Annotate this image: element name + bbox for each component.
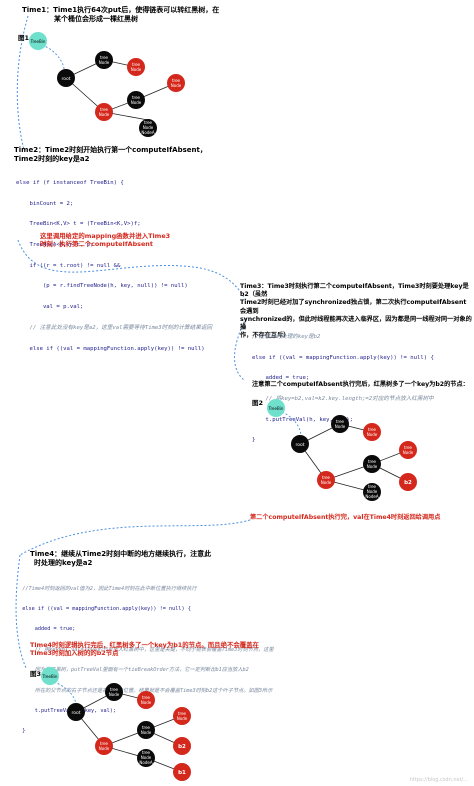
tree-node-red: tree Node — [317, 471, 335, 489]
tree-figure-2: TreeBin root tree Node tree Node tree No… — [267, 399, 417, 501]
time2-line1: Time2：Time2时刻开始执行第一个computeIfAbsent， — [14, 146, 207, 154]
time3-code: //注意此时处理的key是b2 else if ((val = mappingF… — [252, 333, 434, 444]
tree-node-red: tree Node — [167, 74, 185, 92]
svg-text:tree: tree — [132, 62, 141, 67]
time1-line1: Time1：Time1执行64次put后，使得链表可以转红黑树，在 — [22, 6, 220, 14]
figure3-label: 图3 — [30, 670, 42, 678]
svg-text:root: root — [71, 710, 80, 716]
svg-text:TreeBin: TreeBin — [30, 39, 46, 44]
tree-node-a: tree Node NodeA — [139, 119, 157, 137]
svg-text:Node: Node — [321, 480, 332, 485]
svg-text:Node: Node — [99, 112, 110, 117]
svg-text:tree: tree — [404, 445, 413, 450]
svg-text:tree: tree — [142, 750, 151, 755]
tree-node-red: tree Node — [399, 441, 417, 459]
svg-text:Node: Node — [141, 700, 152, 705]
root-node: root — [67, 703, 85, 721]
svg-text:tree: tree — [100, 107, 109, 112]
svg-text:Node: Node — [109, 692, 120, 697]
b1-node: b1 — [173, 763, 191, 781]
svg-text:Node: Node — [99, 746, 110, 751]
time4-code: //Time4时刻返回的val值为2，因此Time4时刻在此中断位置执行继续执行… — [16, 585, 274, 735]
b2-node: b2 — [399, 473, 417, 491]
tree-node-black: tree Node — [127, 91, 145, 109]
svg-text:Node: Node — [99, 60, 110, 65]
time2-header: Time2：Time2时刻开始执行第一个computeIfAbsent， Tim… — [14, 146, 314, 164]
svg-text:root: root — [61, 76, 70, 82]
figure2-label: 图2 — [252, 399, 264, 407]
svg-text:tree: tree — [100, 741, 109, 746]
svg-text:tree: tree — [336, 419, 345, 424]
tree-node-red: tree Node — [137, 691, 155, 709]
svg-text:NodeA: NodeA — [365, 494, 378, 499]
time3-return-note: 第二个computeIfAbsent执行完，val在Time4时刻返回给调用点 — [250, 514, 441, 521]
svg-text:tree: tree — [144, 120, 153, 125]
tree-node-black: tree Node — [363, 455, 381, 473]
tree-node-black: tree Node — [331, 415, 349, 433]
svg-text:Node: Node — [141, 730, 152, 735]
svg-text:Node: Node — [367, 464, 378, 469]
root-node: root — [57, 69, 75, 87]
svg-text:b2: b2 — [178, 744, 186, 750]
svg-text:b1: b1 — [178, 770, 186, 776]
svg-text:Node: Node — [335, 424, 346, 429]
svg-text:root: root — [295, 442, 304, 448]
tree-node-black: tree Node — [105, 683, 123, 701]
svg-text:Node: Node — [131, 100, 142, 105]
time1-line2: 某个桶位会形成一棵红黑树 — [54, 15, 138, 23]
tree-node-red: tree Node — [95, 737, 113, 755]
svg-text:Node: Node — [141, 755, 152, 760]
svg-text:tree: tree — [322, 475, 331, 480]
svg-text:tree: tree — [368, 427, 377, 432]
time4-header: Time4：继续从Time2时刻中断的地方继续执行，注意此 时处理的key是a2 — [30, 550, 212, 567]
treebin-node: TreeBin — [29, 32, 47, 50]
tree-node-black: tree Node — [95, 51, 113, 69]
svg-text:tree: tree — [368, 484, 377, 489]
tree-node-red: tree Node — [173, 707, 191, 725]
svg-text:tree: tree — [100, 55, 109, 60]
svg-text:Node: Node — [177, 716, 188, 721]
figure1-label: 图1 — [18, 34, 30, 42]
svg-text:b2: b2 — [404, 480, 412, 486]
time2-line2: Time2时刻的key是a2 — [14, 155, 90, 163]
tree-figure-1: TreeBin root tree Node tree Node tree No… — [29, 32, 185, 137]
tree-node-a: tree Node NodeA — [363, 483, 381, 501]
tree-node-a: tree Node NodeA — [137, 749, 155, 767]
svg-text:tree: tree — [110, 687, 119, 692]
svg-text:NodeA: NodeA — [139, 760, 152, 765]
tree-figure-3: TreeBin root tree Node tree Node tree No… — [41, 667, 191, 781]
svg-text:tree: tree — [132, 95, 141, 100]
time4-summary: Time4时刻逻辑执行完后，红黑树多了一个key为b1的节点。而且绝不会覆盖在 … — [30, 641, 259, 658]
tree-node-red: tree Node — [127, 58, 145, 76]
time2-code: else if (f instanceof TreeBin) { binCoun… — [16, 179, 213, 352]
svg-text:TreeBin: TreeBin — [42, 674, 58, 679]
b2-node: b2 — [173, 737, 191, 755]
tree-node-black: tree Node — [137, 721, 155, 739]
svg-text:tree: tree — [142, 725, 151, 730]
svg-text:tree: tree — [368, 459, 377, 464]
svg-text:Node: Node — [403, 450, 414, 455]
svg-text:Node: Node — [367, 432, 378, 437]
svg-text:tree: tree — [142, 695, 151, 700]
treebin-node: TreeBin — [267, 399, 285, 417]
time3-header: Time3：Time3时刻执行第二个computeIfAbsent，Time3时… — [240, 283, 472, 340]
svg-text:NodeA: NodeA — [141, 130, 154, 135]
svg-text:Node: Node — [171, 83, 182, 88]
tree-node-red: tree Node — [363, 423, 381, 441]
svg-text:tree: tree — [178, 711, 187, 716]
root-node: root — [291, 435, 309, 453]
watermark: https://blog.csdn.net/... — [409, 777, 468, 783]
time1-header: Time1：Time1执行64次put后，使得链表可以转红黑树，在 某个桶位会形… — [22, 6, 322, 24]
time3-after-note: 注意第二个computeIfAbsent执行完后，红黑树多了一个key为b2的节… — [252, 381, 469, 388]
svg-text:Node: Node — [367, 489, 378, 494]
treebin-node: TreeBin — [41, 667, 59, 685]
svg-text:tree: tree — [172, 78, 181, 83]
time2-call-note: 这里调用给定的mapping函数并进入Time3 时刻：执行第二个compute… — [40, 232, 171, 248]
svg-text:TreeBin: TreeBin — [268, 406, 284, 411]
tree-node-red: tree Node — [95, 103, 113, 121]
svg-text:Node: Node — [143, 125, 154, 130]
svg-text:Node: Node — [131, 67, 142, 72]
